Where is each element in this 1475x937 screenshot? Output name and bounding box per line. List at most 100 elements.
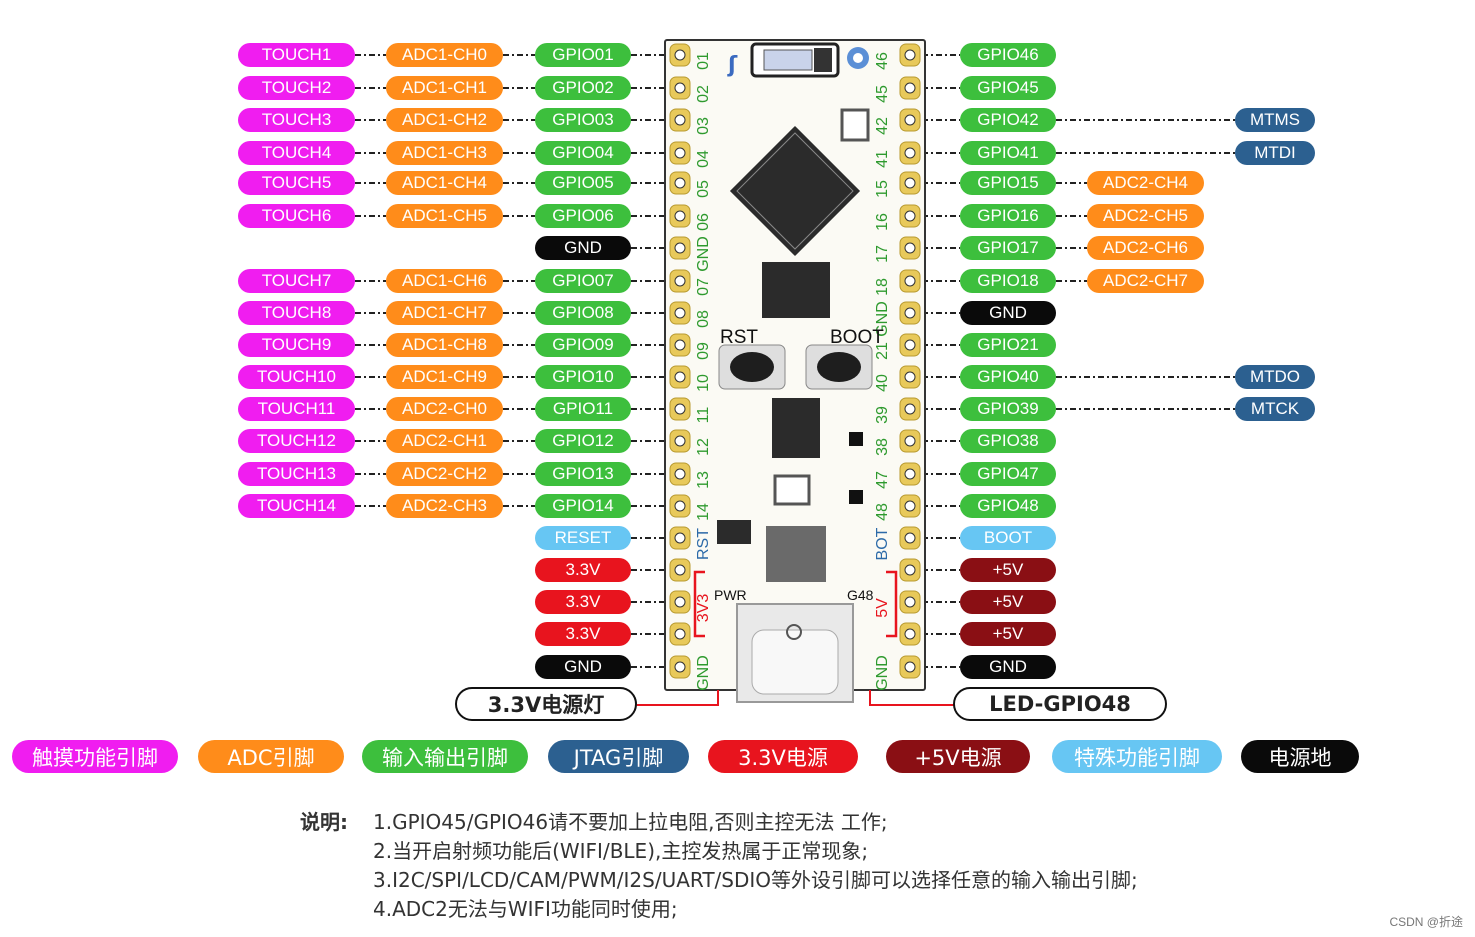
pin-number-label: 05 xyxy=(695,180,712,198)
note-line: 4.ADC2无法与WIFI功能同时使用; xyxy=(373,897,678,921)
pin-number-label: GND xyxy=(874,655,891,691)
adc-pin-label: ADC1-CH3 xyxy=(386,141,503,165)
notes-title: 说明: xyxy=(300,810,348,834)
touch-pin-label: TOUCH7 xyxy=(238,269,355,293)
legend-item: 3.3V电源 xyxy=(708,740,858,773)
adc-pin-label: ADC1-CH6 xyxy=(386,269,503,293)
callout-led-gpio48: LED-GPIO48 xyxy=(953,687,1167,721)
pin-number-label: 08 xyxy=(695,310,712,328)
boot-label: BOOT xyxy=(830,327,884,348)
touch-pin-label: TOUCH4 xyxy=(238,141,355,165)
pin-number-label: 12 xyxy=(695,438,712,456)
jtag-pin-label: MTMS xyxy=(1235,108,1315,132)
adc-pin-label: ADC1-CH9 xyxy=(386,365,503,389)
pin-pad xyxy=(899,526,921,550)
right-pin-label: GPIO48 xyxy=(960,494,1056,518)
pin-number-label: 11 xyxy=(695,407,712,424)
pin-pad xyxy=(899,655,921,679)
pin-number-label: 06 xyxy=(695,213,712,231)
right-pin-label: GPIO41 xyxy=(960,141,1056,165)
pin-pad xyxy=(669,269,691,293)
legend-item: 输入输出引脚 xyxy=(362,740,528,773)
adc-pin-label: ADC2-CH4 xyxy=(1087,171,1204,195)
pin-pad xyxy=(899,171,921,195)
pin-pad xyxy=(669,108,691,132)
crystal xyxy=(840,108,870,142)
pin-pad xyxy=(669,558,691,582)
adc-pin-label: ADC2-CH7 xyxy=(1087,269,1204,293)
pin-number-label: 03 xyxy=(695,117,712,135)
right-pin-label: GPIO39 xyxy=(960,397,1056,421)
left-pin-label: GPIO14 xyxy=(535,494,631,518)
left-pin-label: GPIO01 xyxy=(535,43,631,67)
adc-pin-label: ADC1-CH4 xyxy=(386,171,503,195)
left-pin-label: 3.3V xyxy=(535,622,631,646)
pin-number-label: 01 xyxy=(695,52,712,70)
pin-number-label: 16 xyxy=(874,213,891,231)
pin-number-label: 46 xyxy=(874,52,891,70)
pin-number-label: 39 xyxy=(874,406,891,424)
right-pin-label: GPIO45 xyxy=(960,76,1056,100)
pin-number-label: GND xyxy=(695,236,712,272)
pin-pad xyxy=(899,76,921,100)
note-line: 1.GPIO45/GPIO46请不要加上拉电阻,否则主控无法 工作; xyxy=(373,810,888,834)
watermark: CSDN @折途 xyxy=(1389,915,1463,929)
pin-number-label: 13 xyxy=(695,471,712,489)
right-pin-label: GPIO47 xyxy=(960,462,1056,486)
adc-pin-label: ADC1-CH0 xyxy=(386,43,503,67)
pin-pad xyxy=(899,462,921,486)
bt-logo-icon: ʃ xyxy=(727,53,738,78)
pin-pad xyxy=(669,301,691,325)
legend-item: 特殊功能引脚 xyxy=(1052,740,1222,773)
touch-pin-label: TOUCH1 xyxy=(238,43,355,67)
pin-pad xyxy=(899,622,921,646)
pin-pad xyxy=(669,236,691,260)
pin-pad xyxy=(669,76,691,100)
pin-number-label: GND xyxy=(695,655,712,691)
right-pin-label: GPIO16 xyxy=(960,204,1056,228)
pin-pad xyxy=(899,494,921,518)
adc-pin-label: ADC2-CH3 xyxy=(386,494,503,518)
adc-pin-label: ADC1-CH2 xyxy=(386,108,503,132)
pin-pad xyxy=(899,590,921,614)
pin-pad xyxy=(899,269,921,293)
legend-item: JTAG引脚 xyxy=(548,740,689,773)
left-pin-label: GPIO09 xyxy=(535,333,631,357)
right-pin-label: GPIO18 xyxy=(960,269,1056,293)
left-pin-label: 3.3V xyxy=(535,558,631,582)
pin-number-label: 45 xyxy=(874,85,891,103)
legend-item: +5V电源 xyxy=(886,740,1030,773)
pin-pad xyxy=(669,365,691,389)
pin-pad xyxy=(669,429,691,453)
touch-pin-label: TOUCH8 xyxy=(238,301,355,325)
pin-number-label: 41 xyxy=(874,150,891,168)
left-pin-label: 3.3V xyxy=(535,590,631,614)
pin-number-label: 14 xyxy=(695,503,712,521)
right-pin-label: GPIO42 xyxy=(960,108,1056,132)
pin-number-label: GND xyxy=(874,301,891,337)
right-pin-label: +5V xyxy=(960,622,1056,646)
pin-pad xyxy=(899,429,921,453)
callout-3v3-led: 3.3V电源灯 xyxy=(455,687,637,721)
right-pin-label: GND xyxy=(960,301,1056,325)
touch-pin-label: TOUCH13 xyxy=(238,462,355,486)
pin-pad xyxy=(899,397,921,421)
pin-number-label: 47 xyxy=(874,471,891,489)
right-pin-label: GND xyxy=(960,655,1056,679)
pin-pad xyxy=(669,171,691,195)
adc-pin-label: ADC2-CH1 xyxy=(386,429,503,453)
pin-number-label: 17 xyxy=(874,245,891,263)
esp32-s3-chip xyxy=(729,125,861,257)
right-pin-label: GPIO15 xyxy=(960,171,1056,195)
legend-item: 电源地 xyxy=(1241,740,1359,773)
pin-pad xyxy=(899,236,921,260)
note-line: 3.I2C/SPI/LCD/CAM/PWM/I2S/UART/SDIO等外设引脚… xyxy=(373,868,1138,892)
touch-pin-label: TOUCH9 xyxy=(238,333,355,357)
pin-number-label: 21 xyxy=(874,342,891,360)
pin-number-label: 04 xyxy=(695,150,712,168)
right-pin-label: +5V xyxy=(960,590,1056,614)
pin-pad xyxy=(669,462,691,486)
pin-pad xyxy=(899,141,921,165)
touch-pin-label: TOUCH12 xyxy=(238,429,355,453)
